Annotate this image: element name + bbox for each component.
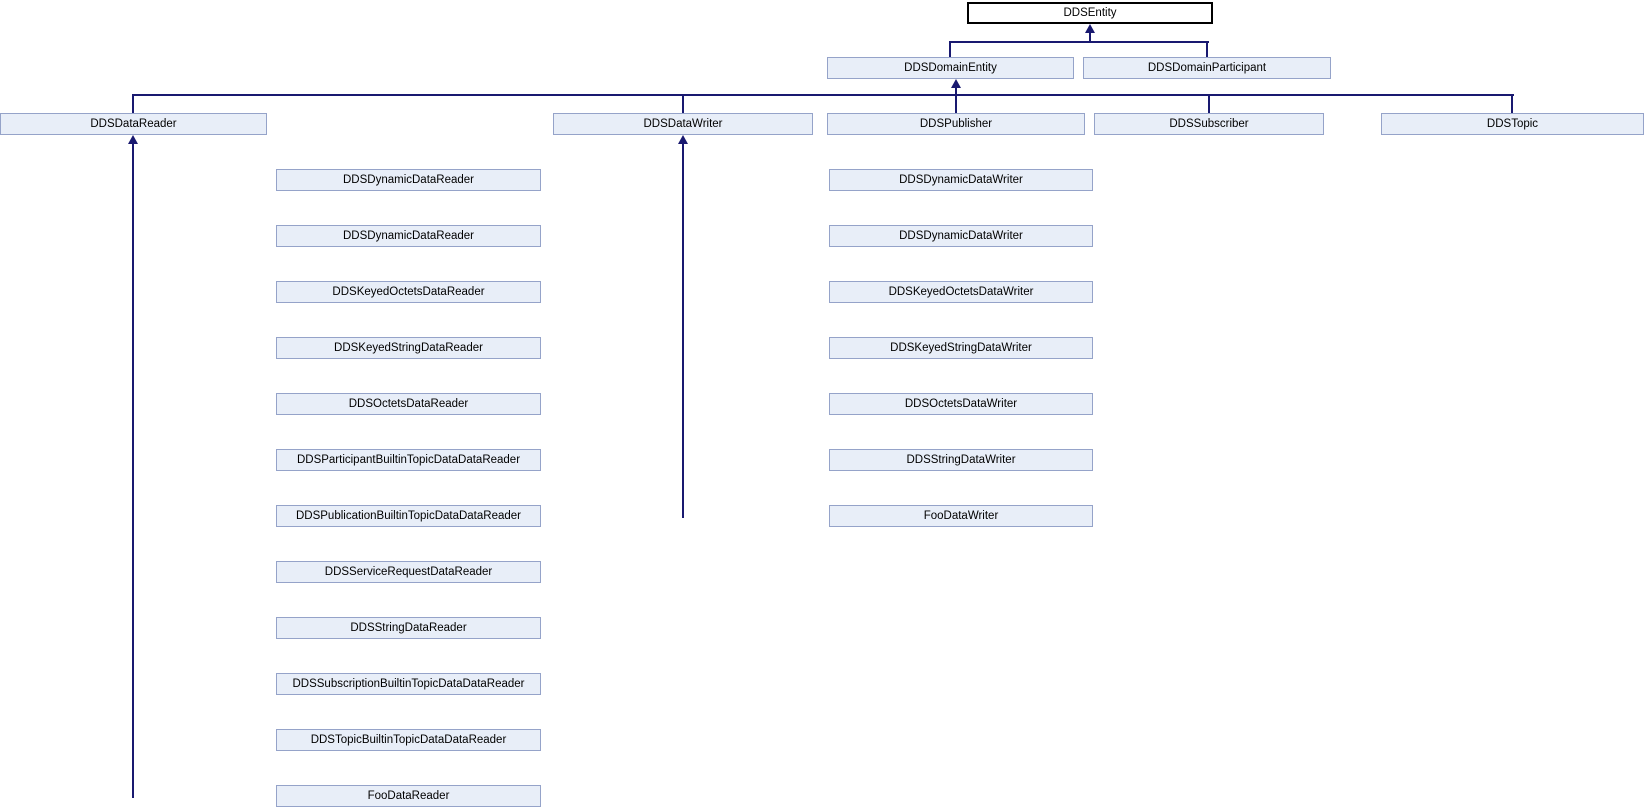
edge-branch — [276, 740, 277, 742]
class-node[interactable]: DDSDynamicDataReader — [276, 169, 541, 191]
edge-branch — [276, 292, 277, 294]
class-node[interactable]: DDSDynamicDataWriter — [829, 169, 1093, 191]
arrow-up-icon — [951, 79, 961, 88]
arrow-up-icon — [1085, 24, 1095, 33]
class-node[interactable]: DDSParticipantBuiltinTopicDataDataReader — [276, 449, 541, 471]
edge-domainentity-drop — [949, 41, 951, 57]
node-ddsdatawriter[interactable]: DDSDataWriter — [553, 113, 813, 135]
class-node[interactable]: DDSServiceRequestDataReader — [276, 561, 541, 583]
node-ddstopic[interactable]: DDSTopic — [1381, 113, 1644, 135]
class-node[interactable]: DDSStringDataReader — [276, 617, 541, 639]
edge-level2-rail — [949, 41, 1209, 43]
class-node[interactable]: DDSTopicBuiltinTopicDataDataReader — [276, 729, 541, 751]
node-ddspublisher[interactable]: DDSPublisher — [827, 113, 1085, 135]
edge-branch — [276, 628, 277, 630]
writer-children-column: DDSDynamicDataWriter DDSDynamicDataWrite… — [829, 169, 1093, 527]
edge-branch — [276, 180, 277, 182]
edge-branch — [829, 292, 830, 294]
class-node[interactable]: FooDataWriter — [829, 505, 1093, 527]
class-node[interactable]: FooDataReader — [276, 785, 541, 807]
edge-branch — [276, 572, 277, 574]
edge-subscriber-drop — [1208, 94, 1210, 113]
class-node[interactable]: DDSStringDataWriter — [829, 449, 1093, 471]
edge-domainparticipant-drop — [1206, 41, 1208, 57]
reader-children-column: DDSDynamicDataReader DDSDynamicDataReade… — [276, 169, 541, 807]
node-ddssubscriber[interactable]: DDSSubscriber — [1094, 113, 1324, 135]
edge-branch — [829, 348, 830, 350]
class-node[interactable]: DDSOctetsDataWriter — [829, 393, 1093, 415]
class-node[interactable]: DDSKeyedOctetsDataReader — [276, 281, 541, 303]
edge-datareader-drop — [132, 94, 134, 113]
class-node[interactable]: DDSDynamicDataWriter — [829, 225, 1093, 247]
edge-branch — [829, 236, 830, 238]
class-node[interactable]: DDSSubscriptionBuiltinTopicDataDataReade… — [276, 673, 541, 695]
edge-writer-trunk — [682, 140, 684, 518]
class-node[interactable]: DDSKeyedStringDataWriter — [829, 337, 1093, 359]
edge-branch — [829, 180, 830, 182]
edge-root-stem — [1089, 29, 1091, 43]
edge-branch — [829, 460, 830, 462]
edge-reader-trunk — [132, 140, 134, 798]
edge-branch — [276, 348, 277, 350]
class-node[interactable]: DDSDynamicDataReader — [276, 225, 541, 247]
edge-branch — [829, 404, 830, 406]
node-ddsentity[interactable]: DDSEntity — [967, 2, 1213, 24]
edge-branch — [276, 404, 277, 406]
class-node[interactable]: DDSOctetsDataReader — [276, 393, 541, 415]
class-node[interactable]: DDSPublicationBuiltinTopicDataDataReader — [276, 505, 541, 527]
edge-branch — [276, 684, 277, 686]
edge-level3-rail — [132, 94, 1514, 96]
class-node[interactable]: DDSKeyedOctetsDataWriter — [829, 281, 1093, 303]
arrow-up-icon — [678, 135, 688, 144]
node-ddsdomainparticipant[interactable]: DDSDomainParticipant — [1083, 57, 1331, 79]
class-node[interactable]: DDSKeyedStringDataReader — [276, 337, 541, 359]
edge-branch — [829, 516, 830, 518]
edge-datawriter-drop — [682, 94, 684, 113]
edge-topic-drop — [1511, 94, 1513, 113]
arrow-up-icon — [128, 135, 138, 144]
edge-branch — [276, 796, 277, 798]
edge-branch — [276, 516, 277, 518]
edge-branch — [276, 460, 277, 462]
node-ddsdomainentity[interactable]: DDSDomainEntity — [827, 57, 1074, 79]
node-ddsdatareader[interactable]: DDSDataReader — [0, 113, 267, 135]
edge-domainentity-stem — [955, 84, 957, 113]
edge-branch — [276, 236, 277, 238]
